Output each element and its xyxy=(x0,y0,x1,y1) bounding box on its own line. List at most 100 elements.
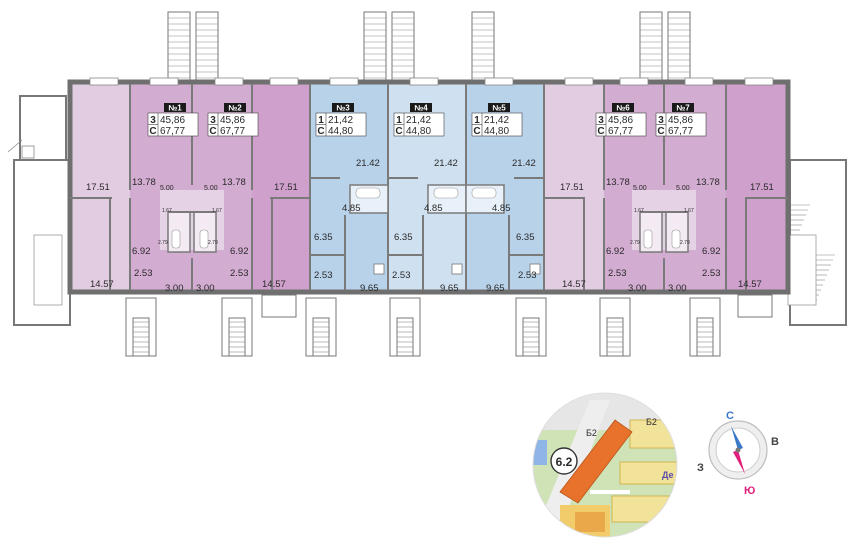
compass-west-label: З xyxy=(697,462,704,474)
apartment-type: С xyxy=(395,126,402,137)
neighbor-label: Б2 xyxy=(586,428,597,438)
apartment-badges: №13С45,8667,77№23С45,8667,77№31С21,4244,… xyxy=(147,103,707,137)
room-count: 3 xyxy=(210,115,216,126)
room-count: 1 xyxy=(474,115,480,126)
area-label: 6.92 xyxy=(702,246,721,257)
compass-north-label: С xyxy=(726,410,734,422)
area-label: 21.42 xyxy=(512,158,536,169)
area-label: 4.85 xyxy=(492,203,511,214)
area-label: 14.57 xyxy=(562,279,586,290)
area-label: 5.00 xyxy=(633,185,647,192)
area-label: 1.67 xyxy=(634,208,644,214)
area-label: 21.42 xyxy=(434,158,458,169)
area-label: 9.65 xyxy=(360,283,379,294)
living-area: 21,42 xyxy=(406,115,431,126)
staircase xyxy=(391,11,415,83)
living-area: 21,42 xyxy=(484,115,509,126)
apartment-type: С xyxy=(317,126,324,137)
area-label: 1.67 xyxy=(162,208,172,214)
entrance-stair xyxy=(305,297,337,357)
area-label: 9.65 xyxy=(440,283,459,294)
area-label: 14.57 xyxy=(262,279,286,290)
staircase xyxy=(167,11,191,83)
top-staircases xyxy=(167,11,691,83)
living-area: 21,42 xyxy=(328,115,353,126)
area-label: 2.53 xyxy=(314,270,333,281)
compass-east-label: В xyxy=(771,436,779,448)
area-label: 14.57 xyxy=(90,279,114,290)
entrance-stair xyxy=(515,297,547,357)
area-label: 6.92 xyxy=(132,246,151,257)
compass: С В З Ю xyxy=(697,410,779,497)
living-area: 45,86 xyxy=(608,115,633,126)
staircase xyxy=(195,11,219,83)
staircase xyxy=(639,11,663,83)
area-label: 13.78 xyxy=(606,177,630,188)
room-count: 1 xyxy=(396,115,402,126)
apartment-number: №2 xyxy=(228,104,242,113)
area-label: 3.00 xyxy=(668,283,687,294)
entrance-stair xyxy=(389,297,421,357)
area-label: 2.53 xyxy=(518,270,537,281)
apartment-type: С xyxy=(473,126,480,137)
area-label: 2.53 xyxy=(230,268,249,279)
area-label: 5.00 xyxy=(204,185,218,192)
area-label: 4.85 xyxy=(424,203,443,214)
area-label: 2.53 xyxy=(608,268,627,279)
area-label: 21.42 xyxy=(356,158,380,169)
area-label: 6.92 xyxy=(606,246,625,257)
living-area: 45,86 xyxy=(160,115,185,126)
apartment-number: №6 xyxy=(616,104,630,113)
room-count: 3 xyxy=(598,115,604,126)
room-area-labels: 17.51 13.78 5.00 1.67 2.79 6.92 2.53 14.… xyxy=(86,158,774,294)
area-label: 1.67 xyxy=(212,208,222,214)
compass-north-arrow-icon xyxy=(731,426,743,450)
apartment-type: С xyxy=(209,126,216,137)
staircase xyxy=(363,11,387,83)
area-label: 13.78 xyxy=(222,177,246,188)
balcony xyxy=(737,294,773,318)
entrance-stair xyxy=(221,297,253,357)
living-area: 45,86 xyxy=(668,115,693,126)
area-label: 3.00 xyxy=(196,283,215,294)
room-count: 3 xyxy=(658,115,664,126)
apartment-type: С xyxy=(657,126,664,137)
area-label: 3.00 xyxy=(165,283,184,294)
area-label: 5.00 xyxy=(676,185,690,192)
area-label: 13.78 xyxy=(696,177,720,188)
area-label: 6.35 xyxy=(394,232,413,243)
area-label: 17.51 xyxy=(274,182,298,193)
entrance-stair xyxy=(125,297,157,357)
neighbor-label: Б2 xyxy=(646,417,657,427)
area-label: 5.00 xyxy=(160,185,174,192)
entrance-stair xyxy=(599,297,631,357)
left-wing xyxy=(7,95,71,326)
area-label: 2.79 xyxy=(208,240,218,246)
area-label: 6.35 xyxy=(516,232,535,243)
total-area: 44,80 xyxy=(328,126,353,137)
area-label: 2.79 xyxy=(630,240,640,246)
area-label: 17.51 xyxy=(560,182,584,193)
compass-south-label: Ю xyxy=(744,485,755,497)
area-label: 6.92 xyxy=(230,246,249,257)
area-label: 2.79 xyxy=(680,240,690,246)
building-number-label: 6.2 xyxy=(556,455,573,469)
compass-south-arrow-icon xyxy=(733,450,745,474)
area-label: 4.85 xyxy=(342,203,361,214)
area-label: 2.53 xyxy=(134,268,153,279)
area-label: 2.53 xyxy=(392,270,411,281)
walls xyxy=(67,77,791,295)
area-label: 3.00 xyxy=(628,283,647,294)
apartment-number: №4 xyxy=(414,104,428,113)
total-area: 67,77 xyxy=(668,126,693,137)
living-area: 45,86 xyxy=(220,115,245,126)
area-label: 17.51 xyxy=(750,182,774,193)
street-label: Де xyxy=(662,470,674,480)
